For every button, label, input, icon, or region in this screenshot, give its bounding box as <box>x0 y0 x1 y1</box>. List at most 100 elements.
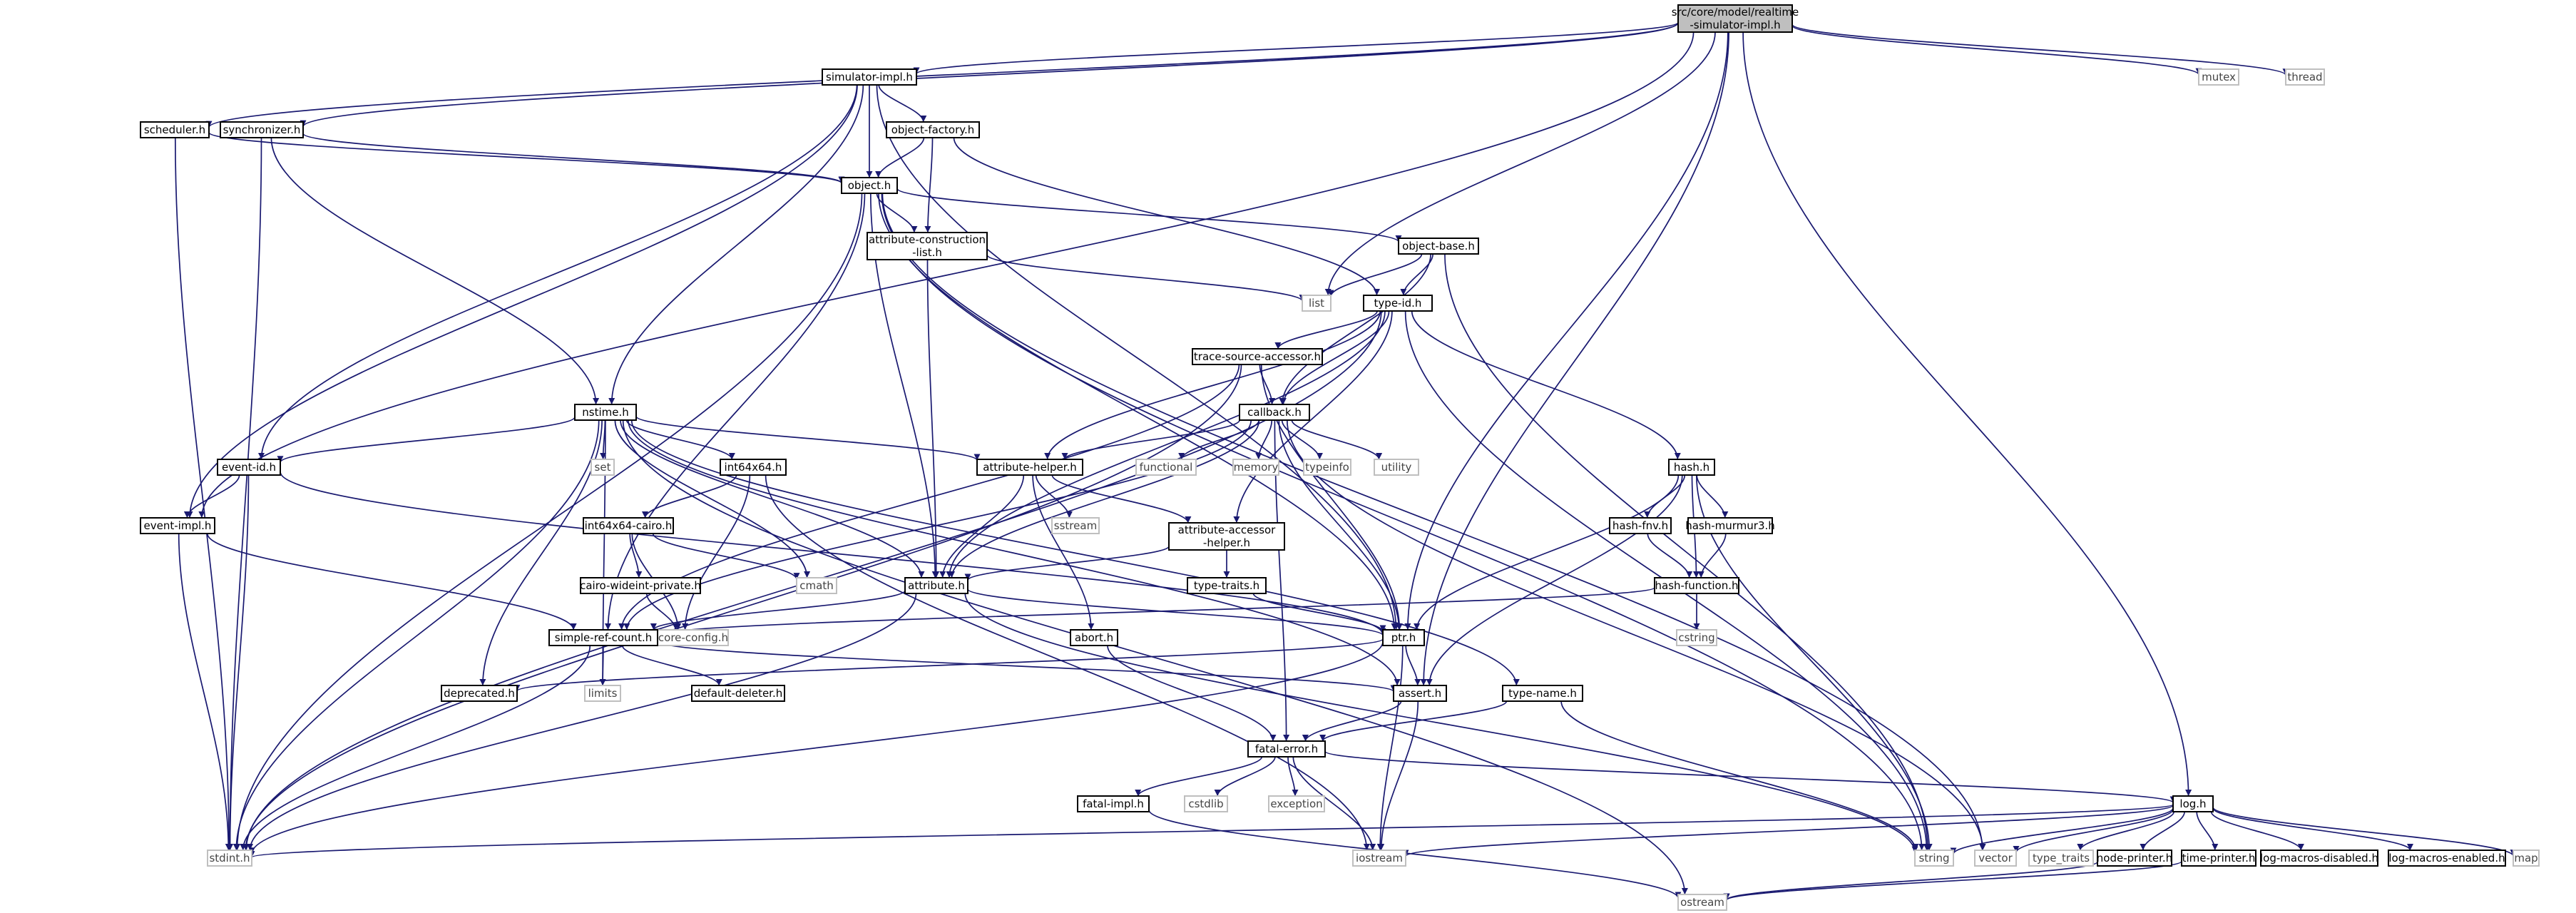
node-label-ptr: ptr.h <box>1391 631 1416 644</box>
node-eventimpl[interactable]: event-impl.h <box>140 517 215 534</box>
node-attrconst[interactable]: attribute-construction-list.h <box>867 232 988 260</box>
node-timeprinter[interactable]: time-printer.h <box>2181 850 2256 867</box>
node-label-root-line2: -simulator-impl.h <box>1690 19 1780 31</box>
node-box-simimpl <box>822 68 917 86</box>
node-attribute[interactable]: attribute.h <box>904 577 968 594</box>
node-nstime[interactable]: nstime.h <box>574 404 637 421</box>
node-objbase[interactable]: object-base.h <box>1398 238 1479 255</box>
node-label-coreconfig: ns3/core-config.h <box>635 631 728 644</box>
node-label-murmur: hash-murmur3.h <box>1685 519 1775 532</box>
node-label-eventimpl: event-impl.h <box>144 519 212 532</box>
edge-nstime-to-deprecated <box>479 419 603 686</box>
edge-attrconst-to-attribute <box>926 259 940 578</box>
edge-attrhelper-to-abort <box>1032 474 1095 631</box>
edge-log-to-logenabled <box>2212 807 2413 851</box>
node-box-list <box>1302 295 1332 312</box>
node-type_traits: type_traits <box>2028 850 2094 867</box>
node-eventid[interactable]: event-id.h <box>217 459 281 476</box>
node-accessor[interactable]: attribute-accessor-helper.h <box>1168 522 1285 551</box>
edge-hash-to-ptr <box>1414 474 1680 631</box>
node-callback[interactable]: callback.h <box>1239 404 1310 421</box>
node-nodeprinter[interactable]: node-printer.h <box>2097 850 2172 867</box>
edge-attribute-to-ptr <box>967 588 1386 636</box>
node-label-exception: exception <box>1270 797 1322 810</box>
edge-root-to-log <box>1742 31 2192 797</box>
node-murmur[interactable]: hash-murmur3.h <box>1685 517 1775 534</box>
node-objfactory[interactable]: object-factory.h <box>886 121 980 138</box>
node-box-objfactory <box>886 121 980 138</box>
node-hash[interactable]: hash.h <box>1668 459 1715 476</box>
edge-objbase-to-typeid <box>1400 253 1434 296</box>
node-hashfnv[interactable]: hash-fnv.h <box>1609 517 1672 534</box>
node-label-abort: abort.h <box>1075 631 1113 644</box>
node-label-hash: hash.h <box>1674 461 1709 474</box>
node-box-cstring <box>1676 629 1717 646</box>
edge-typename-to-string <box>1560 700 1919 851</box>
node-hashfunc[interactable]: hash-function.h <box>1654 577 1739 594</box>
edge-objbase-to-list <box>1327 253 1423 297</box>
node-functional: functional <box>1135 459 1197 476</box>
node-simpleref[interactable]: simple-ref-count.h <box>548 629 658 646</box>
node-log[interactable]: log.h <box>2172 795 2214 812</box>
node-synchronizer[interactable]: synchronizer.h <box>220 121 304 138</box>
node-label-simpleref: simple-ref-count.h <box>555 631 652 644</box>
edge-cairo-to-cmath <box>652 533 800 580</box>
node-label-typename: type-name.h <box>1508 687 1577 700</box>
node-thread: thread <box>2285 68 2325 86</box>
edge-abort-to-fatalerror <box>1107 645 1277 742</box>
edge-hashfunc-to-simpleref <box>655 587 1655 636</box>
node-fatalimpl[interactable]: fatal-impl.h <box>1077 795 1150 812</box>
node-deprecated[interactable]: deprecated.h <box>441 685 518 702</box>
node-root[interactable]: src/core/model/realtime-simulator-impl.h <box>1672 4 1799 33</box>
node-cairo[interactable]: int64x64-cairo.h <box>583 517 674 534</box>
node-typeid[interactable]: type-id.h <box>1363 295 1433 312</box>
node-label-assert: assert.h <box>1399 687 1441 700</box>
node-abort[interactable]: abort.h <box>1070 629 1118 646</box>
node-widein[interactable]: cairo-wideint-private.h <box>580 577 701 594</box>
node-utility: utility <box>1374 459 1419 476</box>
node-box-attribute <box>904 577 968 594</box>
node-object[interactable]: object.h <box>841 177 898 194</box>
edge-nstime-to-eventid <box>277 416 576 463</box>
edge-attrhelper-to-sstream <box>1035 474 1073 519</box>
edge-eventimpl-to-stdint <box>178 533 232 851</box>
node-mutex: mutex <box>2198 68 2239 86</box>
node-label-int64x64: int64x64.h <box>725 461 782 474</box>
node-attrhelper[interactable]: attribute-helper.h <box>976 459 1083 476</box>
node-defdeleter[interactable]: default-deleter.h <box>691 685 785 702</box>
node-int64x64[interactable]: int64x64.h <box>720 459 787 476</box>
node-ptr[interactable]: ptr.h <box>1382 629 1425 646</box>
node-box-utility <box>1374 459 1419 476</box>
node-fatalerror[interactable]: fatal-error.h <box>1247 740 1326 758</box>
node-scheduler[interactable]: scheduler.h <box>140 121 210 138</box>
edge-simpleref-to-assert <box>657 641 1397 693</box>
edge-objfactory-to-object <box>875 137 925 178</box>
node-label-cstring: cstring <box>1678 631 1714 644</box>
node-vector: vector <box>1974 850 2017 867</box>
edge-nodeprinter-to-ostream <box>1723 861 2098 901</box>
node-label-log: log.h <box>2179 797 2206 810</box>
node-logenabled[interactable]: log-macros-enabled.h <box>2388 850 2506 867</box>
edge-eventid-to-stdint <box>227 474 250 851</box>
edge-log-to-string <box>1950 807 2174 855</box>
edge-root-to-scheduler <box>205 22 1679 128</box>
edges-layer <box>174 21 2517 901</box>
edge-fatalerror-to-cstdlib <box>1214 756 1276 797</box>
edge-typeid-to-attribute <box>946 310 1386 578</box>
node-typetraits[interactable]: type-traits.h <box>1187 577 1267 594</box>
node-simimpl[interactable]: simulator-impl.h <box>822 68 917 86</box>
edge-accessor-to-attribute <box>964 545 1170 581</box>
node-string: string <box>1914 850 1954 867</box>
node-trace[interactable]: trace-source-accessor.h <box>1192 348 1323 365</box>
node-assert[interactable]: assert.h <box>1393 685 1447 702</box>
node-label-object: object.h <box>848 179 891 192</box>
node-label-typeid: type-id.h <box>1374 297 1422 310</box>
node-label-ostream: ostream <box>1680 896 1724 909</box>
edge-object-to-vector <box>881 193 1986 851</box>
node-label-functional: functional <box>1140 461 1193 474</box>
node-box-log <box>2172 795 2214 812</box>
node-box-stdint <box>207 850 252 867</box>
node-label-mutex: mutex <box>2202 71 2236 83</box>
node-typename[interactable]: type-name.h <box>1502 685 1583 702</box>
node-logdisabled[interactable]: log-macros-disabled.h <box>2260 850 2378 867</box>
